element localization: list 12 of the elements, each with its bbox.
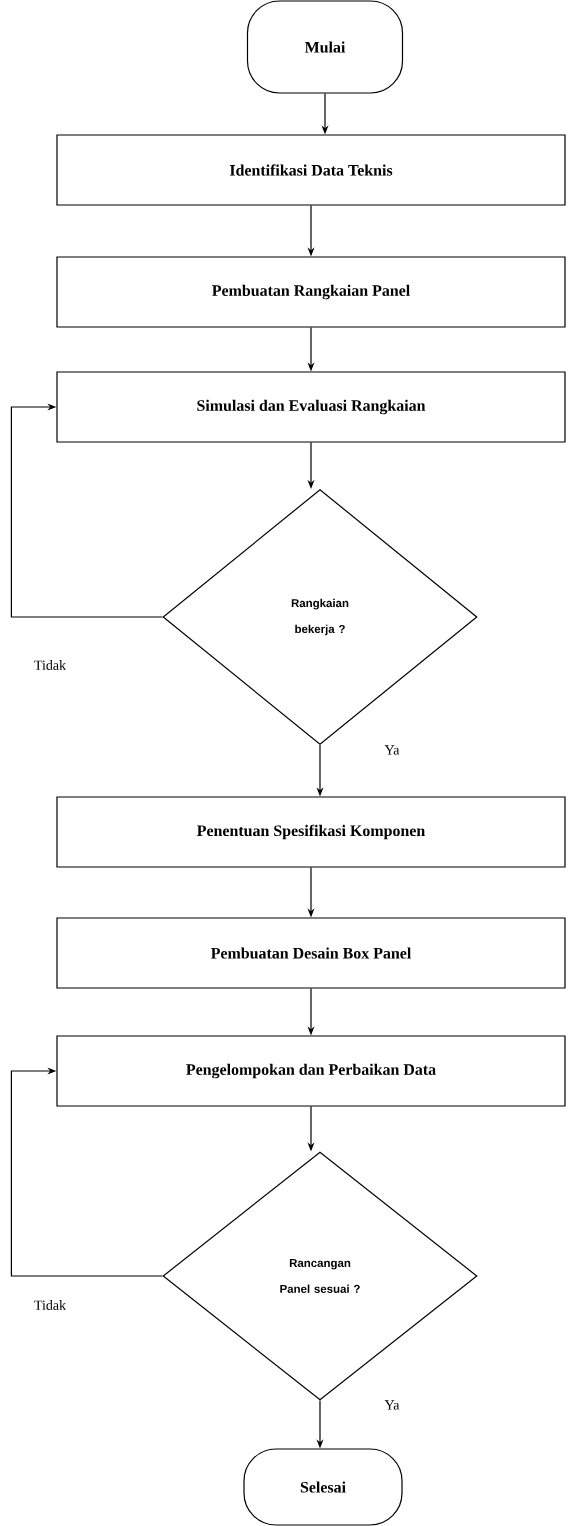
- process-box: Pengelompokan dan Perbaikan Data: [56, 1035, 566, 1107]
- process-box: Pembuatan Rangkaian Panel: [56, 256, 566, 328]
- process-box: Identifikasi Data Teknis: [56, 134, 566, 206]
- arrow: [10, 1067, 163, 1277]
- edge-label: Tidak: [33, 1299, 67, 1311]
- edge-label: Ya: [383, 744, 401, 756]
- edge-label: Ya: [383, 1399, 401, 1411]
- process-box: Pembuatan Desain Box Panel: [56, 917, 566, 989]
- process-box: Penentuan Spesifikasi Komponen: [56, 796, 566, 868]
- process-box: Simulasi dan Evaluasi Rangkaian: [56, 371, 566, 443]
- arrow: [10, 403, 163, 618]
- edge-label: Tidak: [33, 659, 67, 671]
